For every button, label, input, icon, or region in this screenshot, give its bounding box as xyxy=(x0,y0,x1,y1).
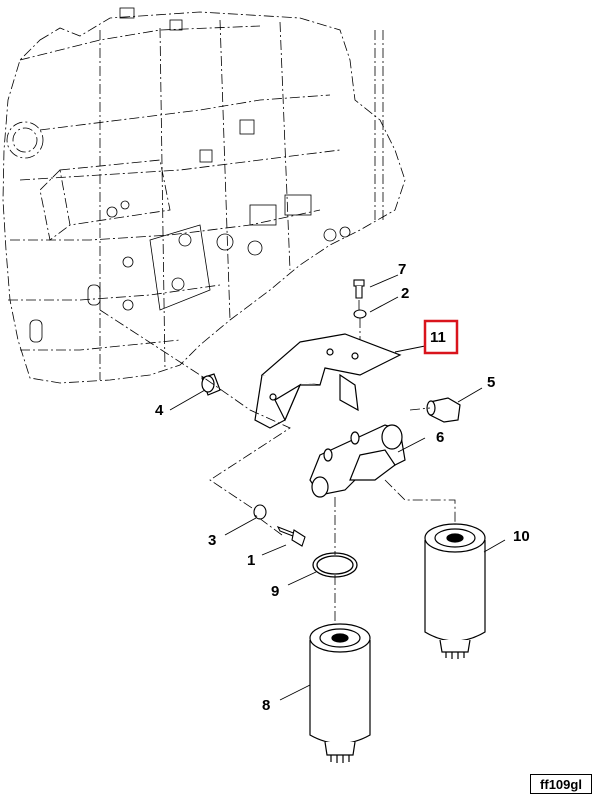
highlighted-callout-11: 11 xyxy=(423,319,459,355)
callout-7: 7 xyxy=(398,261,406,278)
bolt-part-1 xyxy=(276,525,306,547)
reference-code-box: ff109gl xyxy=(530,774,592,794)
spacer-part-4 xyxy=(201,373,221,396)
plug-part-7 xyxy=(353,279,365,299)
callout-11: 11 xyxy=(430,329,446,346)
washer-part-3 xyxy=(253,504,267,520)
callout-9: 9 xyxy=(271,583,279,600)
callout-1: 1 xyxy=(247,552,255,569)
filter-element-part-10 xyxy=(424,523,486,659)
leader-lines xyxy=(169,274,506,701)
callout-6: 6 xyxy=(436,429,444,446)
callout-8: 8 xyxy=(262,697,270,714)
callout-4: 4 xyxy=(155,402,164,419)
callout-5: 5 xyxy=(487,374,495,391)
filter-element-part-8 xyxy=(309,623,371,763)
assembly-lines xyxy=(99,300,456,625)
callout-3: 3 xyxy=(208,532,216,549)
elbow-fitting-part-5 xyxy=(426,397,461,423)
mounting-bracket-part-11 xyxy=(254,333,402,429)
washer-part-2 xyxy=(353,309,367,319)
engine-block xyxy=(2,7,406,384)
reference-code: ff109gl xyxy=(540,776,582,792)
filter-head-part-6 xyxy=(309,424,406,498)
callout-labels: 7 2 5 6 4 3 1 10 9 8 xyxy=(155,261,530,714)
o-ring-part-9 xyxy=(312,552,358,578)
callout-10: 10 xyxy=(513,528,530,545)
callout-2: 2 xyxy=(401,285,409,302)
